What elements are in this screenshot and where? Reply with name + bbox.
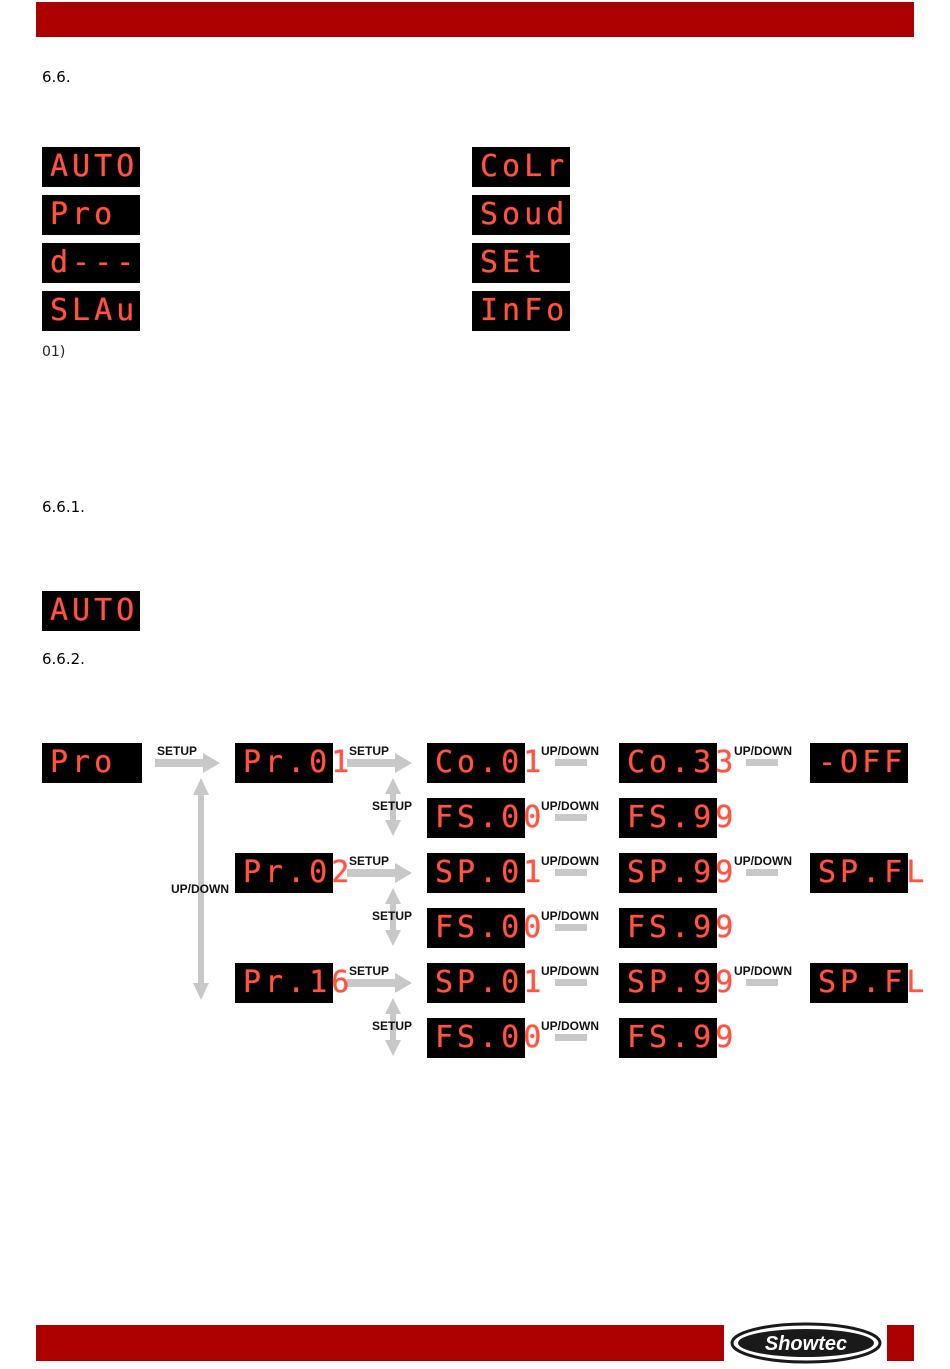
display-speed-01: SP.01 <box>427 963 541 1003</box>
display-fade-speed-99: FS.99 <box>619 1018 733 1058</box>
showtec-logo: Showtec <box>730 1322 882 1364</box>
label-updown: UP/DOWN <box>734 854 792 868</box>
label-setup: SETUP <box>157 744 198 758</box>
header-bar <box>36 2 914 37</box>
label-updown: UP/DOWN <box>734 744 792 758</box>
label-setup: SETUP <box>349 964 390 978</box>
label-updown: UP/DOWN <box>541 799 599 813</box>
label-updown: UP/DOWN <box>541 964 599 978</box>
display-speed-fl: SP.FL <box>810 853 924 893</box>
display-settings: SEt <box>472 243 570 283</box>
display-flow-pro: Pro <box>42 743 142 783</box>
section-heading-6-6-2: 6.6.2. <box>42 650 85 668</box>
display-speed-01: SP.01 <box>427 853 541 893</box>
display-auto: AUTO <box>42 147 140 187</box>
display-fade-speed-99: FS.99 <box>619 798 733 838</box>
display-speed-99: SP.99 <box>619 963 733 1003</box>
label-updown: UP/DOWN <box>541 854 599 868</box>
display-pro: Pro <box>42 195 140 235</box>
label-updown: UP/DOWN <box>541 744 599 758</box>
display-fade-speed-99: FS.99 <box>619 908 733 948</box>
footer-bar-left <box>36 1325 724 1361</box>
display-speed-99: SP.99 <box>619 853 733 893</box>
label-setup: SETUP <box>372 1019 413 1033</box>
footer-bar-right <box>887 1325 914 1361</box>
label-updown: UP/DOWN <box>541 909 599 923</box>
display-fade-speed-00: FS.00 <box>427 1018 541 1058</box>
section-heading-6-6: 6.6. <box>42 68 71 86</box>
display-program-01: Pr.01 <box>235 743 349 783</box>
label-updown: UP/DOWN <box>541 1019 599 1033</box>
label-setup: SETUP <box>372 909 413 923</box>
display-sound: Soud <box>472 195 570 235</box>
display-slave: SLAu <box>42 291 140 331</box>
svg-text:Showtec: Showtec <box>765 1333 847 1355</box>
display-fade-speed-00: FS.00 <box>427 908 541 948</box>
label-setup: SETUP <box>349 854 390 868</box>
display-info: InFo <box>472 291 570 331</box>
display-color-33: Co.33 <box>619 743 733 783</box>
label-setup: SETUP <box>349 744 390 758</box>
label-updown: UP/DOWN <box>734 964 792 978</box>
display-fade-speed-00: FS.00 <box>427 798 541 838</box>
label-updown: UP/DOWN <box>171 882 229 896</box>
display-color: CoLr <box>472 147 570 187</box>
display-speed-fl: SP.FL <box>810 963 924 1003</box>
section-heading-6-6-1: 6.6.1. <box>42 498 85 516</box>
display-program-02: Pr.02 <box>235 853 349 893</box>
display-auto-mode: AUTO <box>42 591 140 631</box>
display-program-16: Pr.16 <box>235 963 349 1003</box>
display-dmx: d--- <box>42 243 140 283</box>
display-off: -OFF <box>810 743 908 783</box>
display-color-01: Co.01 <box>427 743 541 783</box>
footnote: 01) <box>42 344 66 360</box>
label-setup: SETUP <box>372 799 413 813</box>
